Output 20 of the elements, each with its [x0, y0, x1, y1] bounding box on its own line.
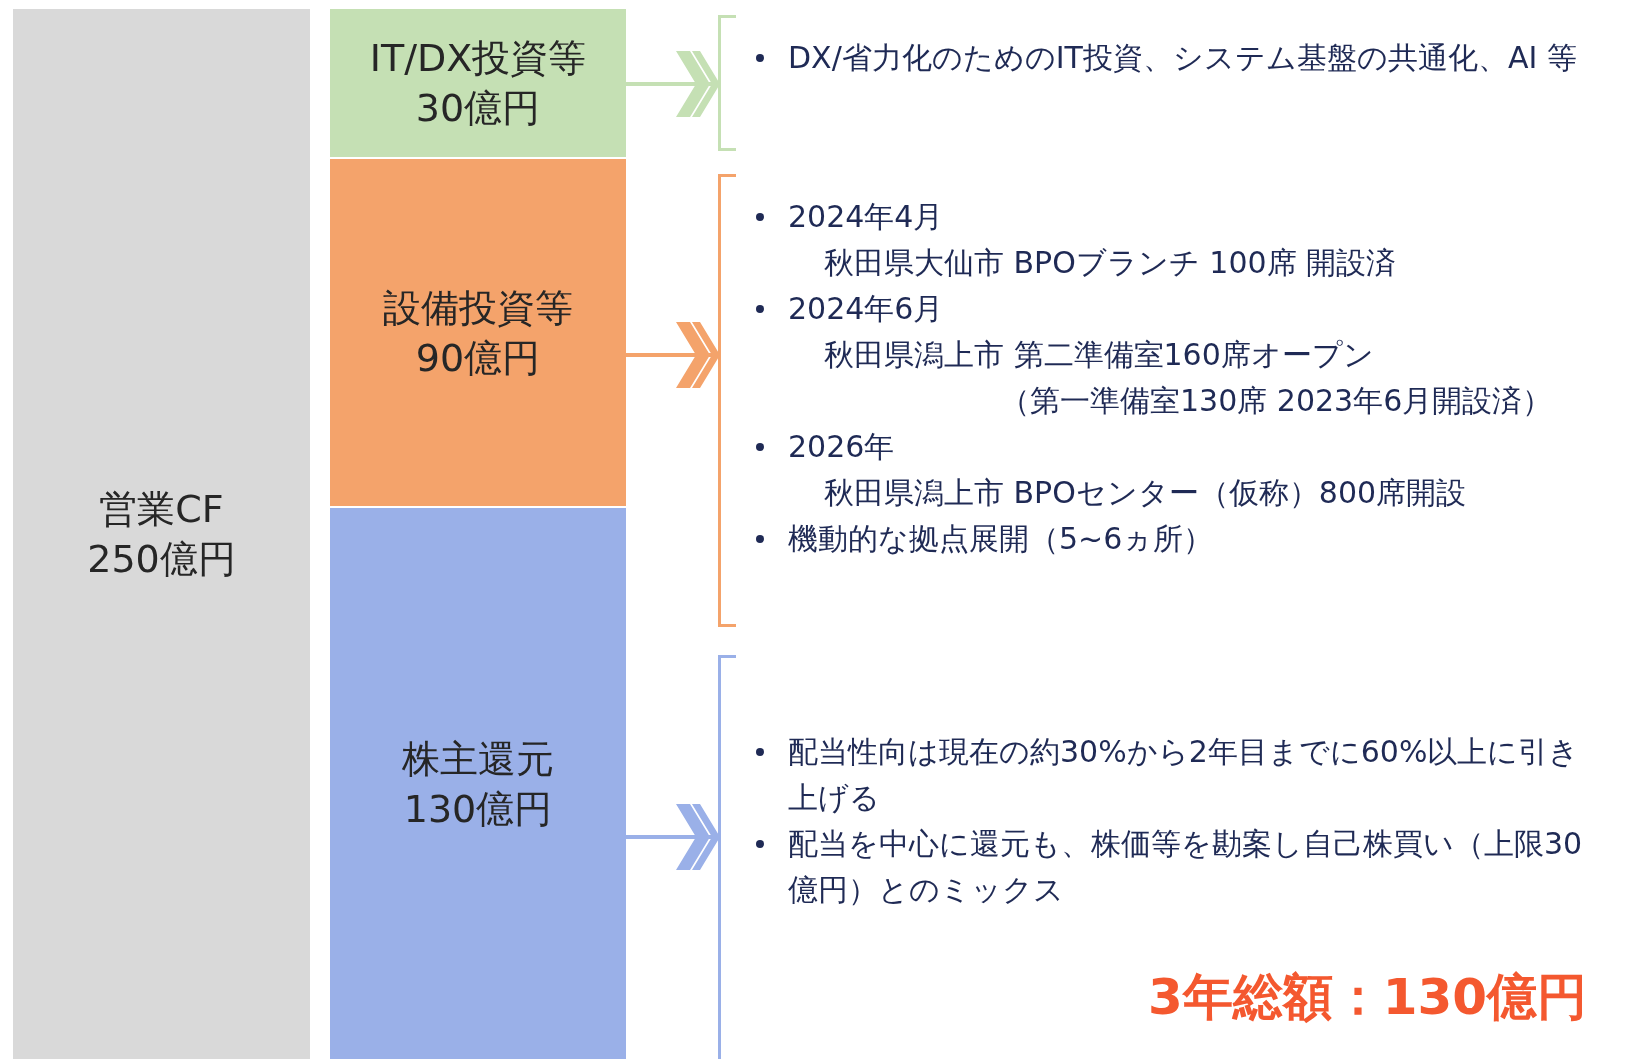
- block-label: IT/DX投資等 30億円: [368, 35, 588, 132]
- block-label: 株主還元 130億円: [401, 735, 555, 833]
- detail-text: 秋田県大仙市 BPOブランチ 100席 開設済: [824, 245, 1397, 280]
- bullet-text: 2024年4月: [788, 199, 944, 234]
- investment-block: [330, 159, 626, 506]
- bullet-text: DX/省力化のためのIT投資、システム基盤の共通化、AI 等: [788, 40, 1577, 75]
- shareholder-return-block: [330, 508, 626, 1059]
- cash-flow-block: [13, 9, 310, 1059]
- investment-block: [330, 9, 626, 157]
- bullet-text: 2024年6月: [788, 291, 944, 326]
- detail-text: 秋田県潟上市 第二準備室160席オープン: [824, 337, 1374, 372]
- bullet-text: 配当性向は現在の約30%から2年目までに60%以上に引き上げる: [788, 734, 1580, 815]
- block-label: 設備投資等 90億円: [382, 284, 574, 382]
- bullet-text: 2026年: [788, 429, 895, 464]
- detail-text: （第一準備室130席 2023年6月開設済）: [1000, 383, 1553, 418]
- bullet-text: 機動的な拠点展開（5~6ヵ所）: [788, 521, 1214, 556]
- detail-text: 秋田県潟上市 BPOセンター（仮称）800席開設: [824, 475, 1467, 510]
- block-label: 営業CF 250億円: [86, 486, 237, 583]
- total-amount-note: 3年総額：130億円: [1148, 967, 1588, 1028]
- bullet-text: 配当を中心に還元も、株価等を勘案し自己株買い（上限30億円）とのミックス: [788, 826, 1583, 907]
